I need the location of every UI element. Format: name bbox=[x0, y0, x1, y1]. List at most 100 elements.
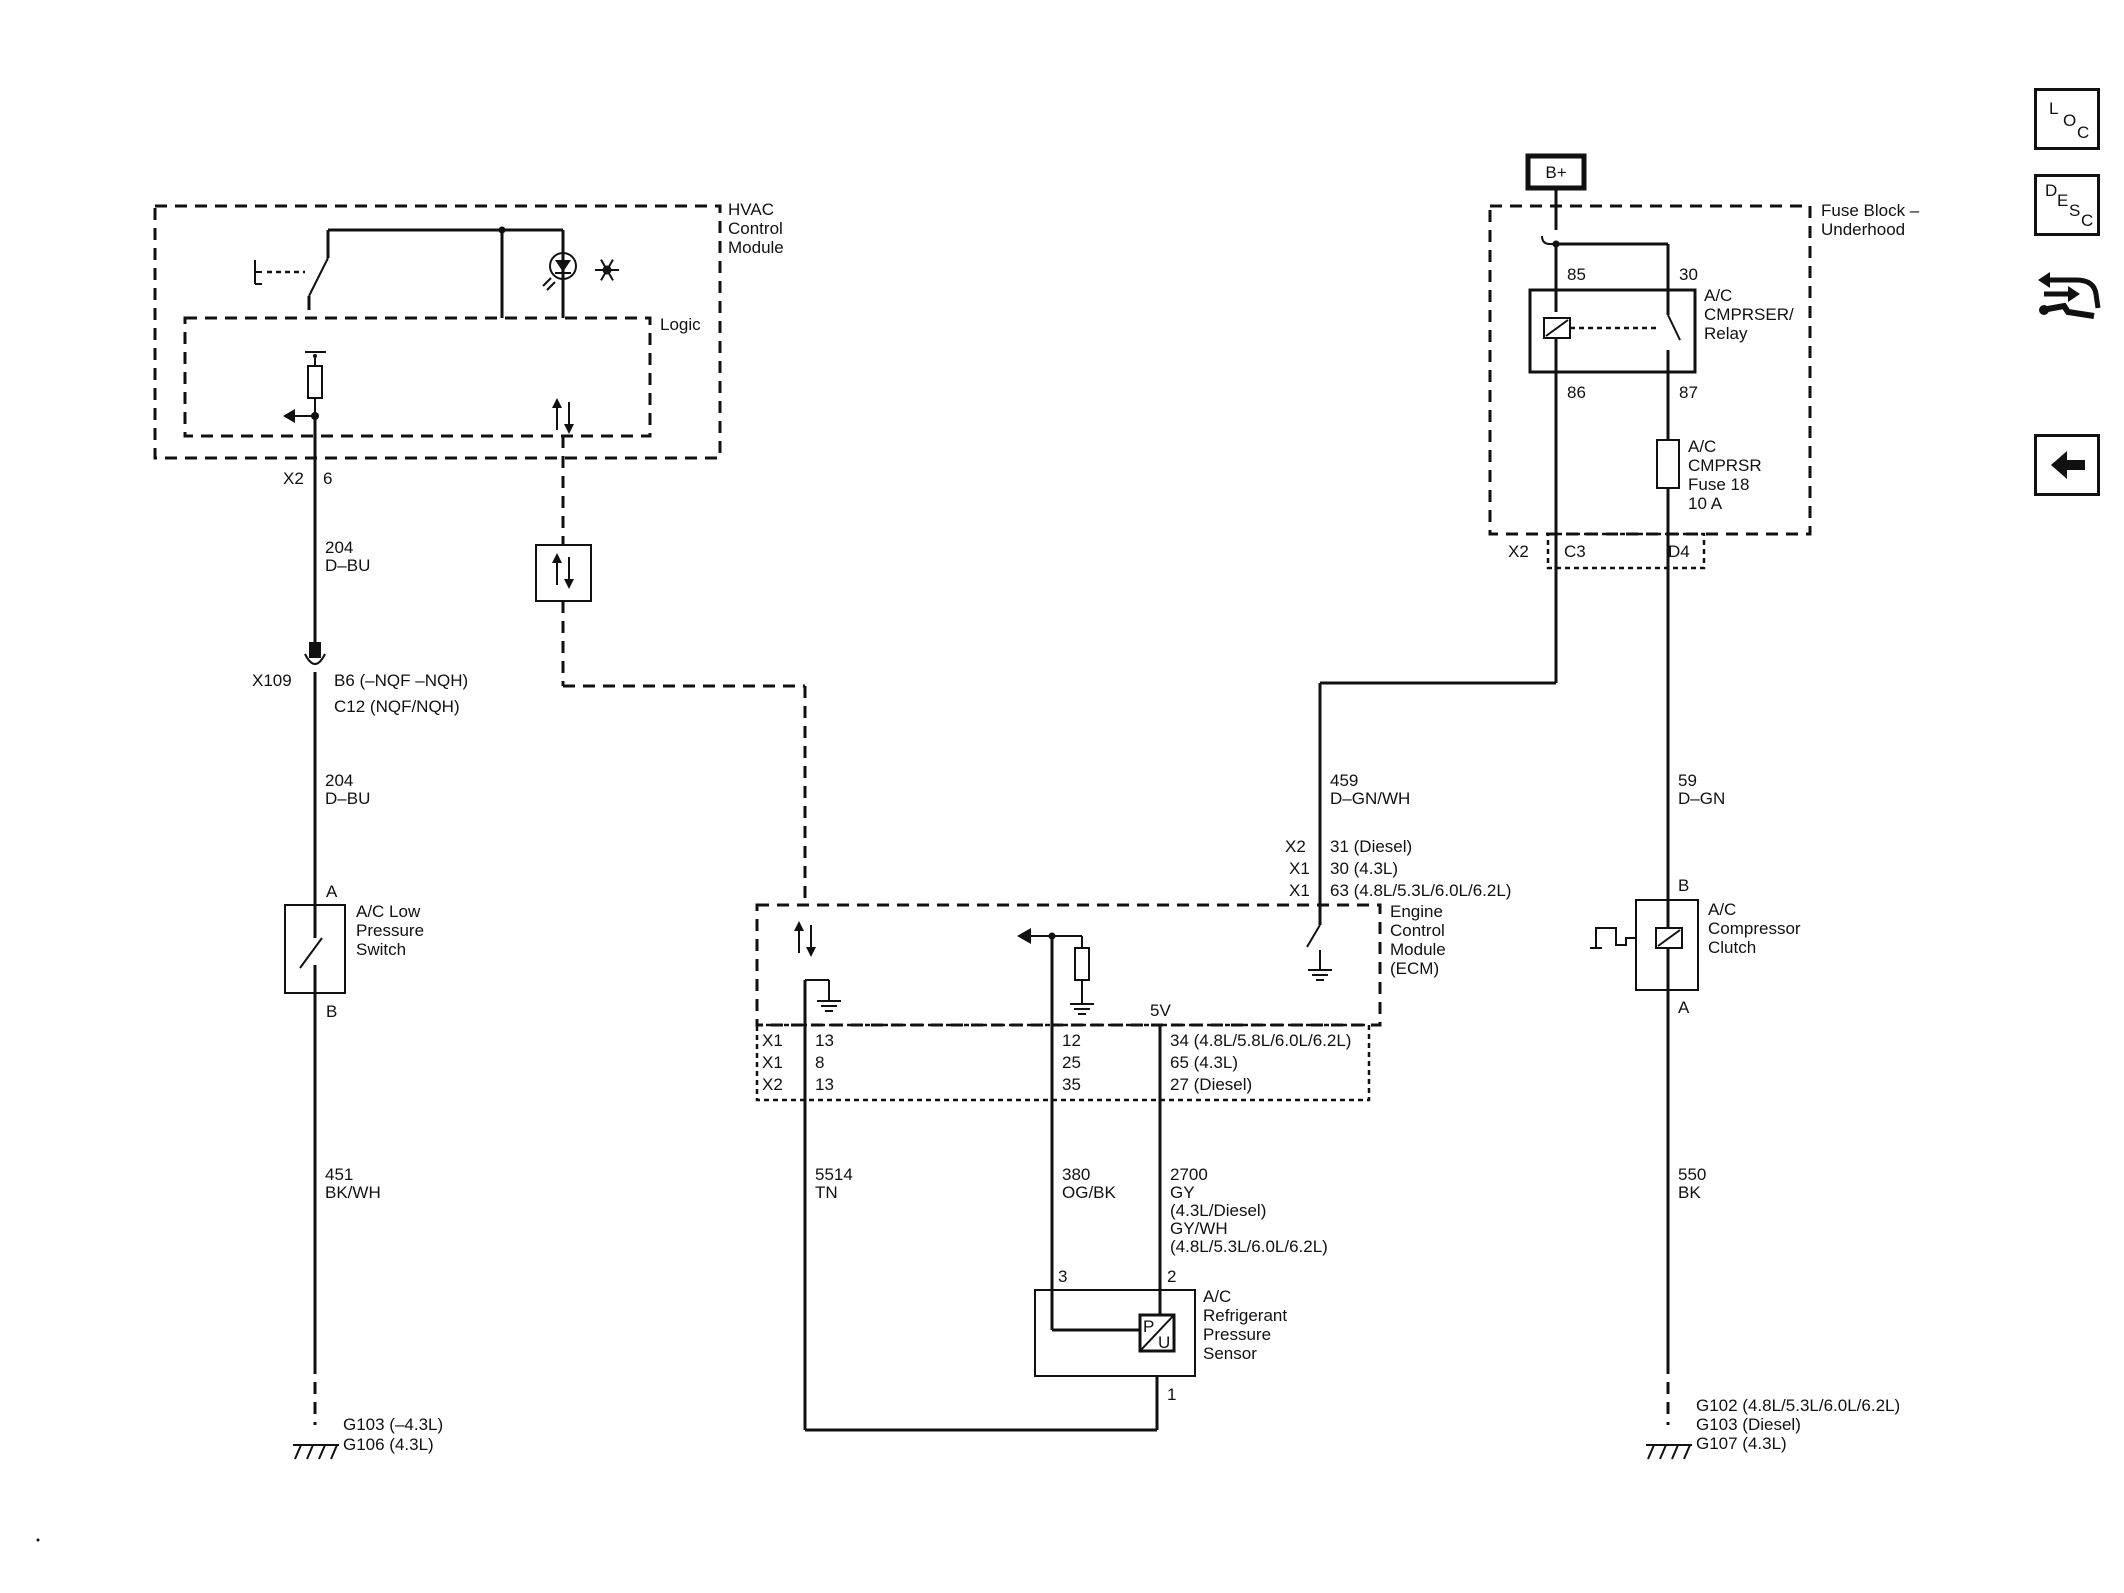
relay-label-2: CMPRSER/ bbox=[1704, 305, 1794, 324]
description-button[interactable]: D E S C bbox=[2034, 174, 2100, 236]
wire-550-color: BK bbox=[1678, 1183, 1701, 1202]
hvac-internal-switch bbox=[254, 226, 565, 318]
pu-p-label: P bbox=[1143, 1317, 1154, 1336]
data-arrows-icon bbox=[551, 397, 575, 435]
ground-icon bbox=[292, 1444, 340, 1460]
back-button[interactable] bbox=[2034, 434, 2100, 496]
low-switch-pin-b: B bbox=[326, 1002, 337, 1021]
ecm-top-x-1: X2 bbox=[1285, 837, 1306, 856]
ecm-label-2: Control bbox=[1390, 921, 1445, 940]
wire-59-circuit: 59 bbox=[1678, 771, 1697, 790]
fuse-label-2: CMPRSR bbox=[1688, 456, 1762, 475]
low-switch-label-2: Pressure bbox=[356, 921, 424, 940]
hvac-control-module: HVAC Control Module bbox=[153, 200, 784, 460]
relay-pin-87: 87 bbox=[1679, 383, 1698, 402]
ecm-bottom-connector: X1 X1 X2 13 8 13 12 25 35 34 (4.8L/5.8L/… bbox=[755, 1023, 1371, 1102]
engine-control-module: Engine Control Module (ECM) 5V bbox=[755, 898, 1446, 1027]
clutch-label-1: A/C bbox=[1708, 900, 1736, 919]
ground-right-icon bbox=[1645, 1444, 1693, 1460]
sensor-label-2: Refrigerant bbox=[1203, 1306, 1287, 1325]
wire-380-circuit: 380 bbox=[1062, 1165, 1090, 1184]
wire-204-color: D–BU bbox=[325, 556, 370, 575]
back-arrow-icon bbox=[2051, 451, 2085, 479]
hvac-label-3: Module bbox=[728, 238, 784, 257]
fuse-label-4: 10 A bbox=[1688, 494, 1723, 513]
ground-left-2: G106 (4.3L) bbox=[343, 1435, 434, 1454]
location-button[interactable]: L O C bbox=[2034, 88, 2100, 150]
wire-2700-variant-2: (4.8L/5.3L/6.0L/6.2L) bbox=[1170, 1237, 1328, 1256]
ecm-conn-c3-1: 34 (4.8L/5.8L/6.0L/6.2L) bbox=[1170, 1031, 1351, 1050]
ecm-conn-c3-3: 27 (Diesel) bbox=[1170, 1075, 1252, 1094]
loc-letter-o: O bbox=[2063, 111, 2077, 130]
ecm-label-3: Module bbox=[1390, 940, 1446, 959]
low-switch-label-1: A/C Low bbox=[356, 902, 421, 921]
wire-204b-circuit: 204 bbox=[325, 771, 353, 790]
ecm-top-pin-1: 31 (Diesel) bbox=[1330, 837, 1412, 856]
wire-2700-circuit: 2700 bbox=[1170, 1165, 1208, 1184]
ecm-conn-c3-2: 65 (4.3L) bbox=[1170, 1053, 1238, 1072]
wire-459-color: D–GN/WH bbox=[1330, 789, 1410, 808]
ground-right-1: G102 (4.8L/5.3L/6.0L/6.2L) bbox=[1696, 1396, 1900, 1415]
fuse-block-connector: X2 C3 D4 bbox=[1508, 532, 1706, 570]
sensor-label-1: A/C bbox=[1203, 1287, 1231, 1306]
fuse-label-1: A/C bbox=[1688, 437, 1716, 456]
desc-letter-s: S bbox=[2069, 201, 2081, 220]
low-switch-pin-a: A bbox=[326, 882, 338, 901]
ecm-internal-ground bbox=[805, 979, 842, 1012]
serial-data-line bbox=[535, 436, 807, 905]
ac-compressor-relay bbox=[1528, 288, 1697, 374]
clutch-pin-b: B bbox=[1678, 876, 1689, 895]
ecm-data-arrows-icon bbox=[793, 920, 817, 958]
ecm-label-1: Engine bbox=[1390, 902, 1443, 921]
relay-pin-30: 30 bbox=[1679, 265, 1698, 284]
fuse-block-underhood: Fuse Block – Underhood 85 30 A/C CMPRSER… bbox=[1488, 201, 1920, 536]
ecm-conn-x-3: X2 bbox=[762, 1075, 783, 1094]
sensor-pin-3: 3 bbox=[1058, 1267, 1067, 1286]
wire-204b-color: D–BU bbox=[325, 789, 370, 808]
wire-2700-variant-1: (4.3L/Diesel) bbox=[1170, 1201, 1266, 1220]
clutch-label-2: Compressor bbox=[1708, 919, 1801, 938]
ecm-conn-c2-3: 35 bbox=[1062, 1075, 1081, 1094]
wire-5514-color: TN bbox=[815, 1183, 838, 1202]
ecm-conn-c1-2: 8 bbox=[815, 1053, 824, 1072]
relay-pin-86: 86 bbox=[1567, 383, 1586, 402]
serial-data-icon bbox=[535, 544, 592, 602]
ecm-top-x-3: X1 bbox=[1289, 881, 1310, 900]
x2-6-pin: 6 bbox=[323, 469, 332, 488]
led-icon bbox=[542, 252, 577, 291]
sensor-pin-1: 1 bbox=[1167, 1385, 1176, 1404]
ecm-conn-x-1: X1 bbox=[762, 1031, 783, 1050]
harness-icon[interactable] bbox=[2034, 262, 2104, 332]
loc-letter-l: L bbox=[2049, 99, 2059, 118]
hvac-label-2: Control bbox=[728, 219, 783, 238]
pu-u-label: U bbox=[1158, 1333, 1170, 1352]
wire-2700-color-2: GY/WH bbox=[1170, 1219, 1228, 1238]
snowflake-icon bbox=[595, 259, 619, 281]
wire-2700-color: GY bbox=[1170, 1183, 1195, 1202]
ground-left-1: G103 (–4.3L) bbox=[343, 1415, 443, 1434]
desc-letter-d: D bbox=[2045, 181, 2058, 200]
b-plus-label: B+ bbox=[1545, 163, 1566, 182]
ecm-top-connector: X2 X1 X1 31 (Diesel) 30 (4.3L) 63 (4.8L/… bbox=[1285, 837, 1511, 900]
hvac-label-1: HVAC bbox=[728, 200, 774, 219]
clutch-mechanical-icon bbox=[1590, 927, 1636, 949]
wire-451-color: BK/WH bbox=[325, 1183, 381, 1202]
desc-letter-c: C bbox=[2081, 211, 2094, 230]
x109-pin-1: B6 (–NQF –NQH) bbox=[334, 671, 468, 690]
b-plus-supply: B+ bbox=[1525, 153, 1587, 230]
ecm-conn-x-2: X1 bbox=[762, 1053, 783, 1072]
fuse-conn-x: X2 bbox=[1508, 542, 1529, 561]
relay-label-3: Relay bbox=[1704, 324, 1748, 343]
clutch-label-3: Clutch bbox=[1708, 938, 1756, 957]
fuse-conn-c3: C3 bbox=[1564, 542, 1586, 561]
desc-letter-e: E bbox=[2057, 191, 2069, 210]
hvac-pullup-resistor bbox=[283, 351, 326, 423]
compressor-fuse bbox=[1656, 439, 1680, 489]
ecm-conn-c1-3: 13 bbox=[815, 1075, 834, 1094]
compressor-clutch: B A/C Compressor Clutch A bbox=[1590, 876, 1801, 1017]
ecm-5v-label: 5V bbox=[1150, 1001, 1171, 1020]
ecm-conn-c2-1: 12 bbox=[1062, 1031, 1081, 1050]
wire-550-circuit: 550 bbox=[1678, 1165, 1706, 1184]
ecm-low-side-driver bbox=[1306, 898, 1333, 981]
relay-pin-85: 85 bbox=[1567, 265, 1586, 284]
